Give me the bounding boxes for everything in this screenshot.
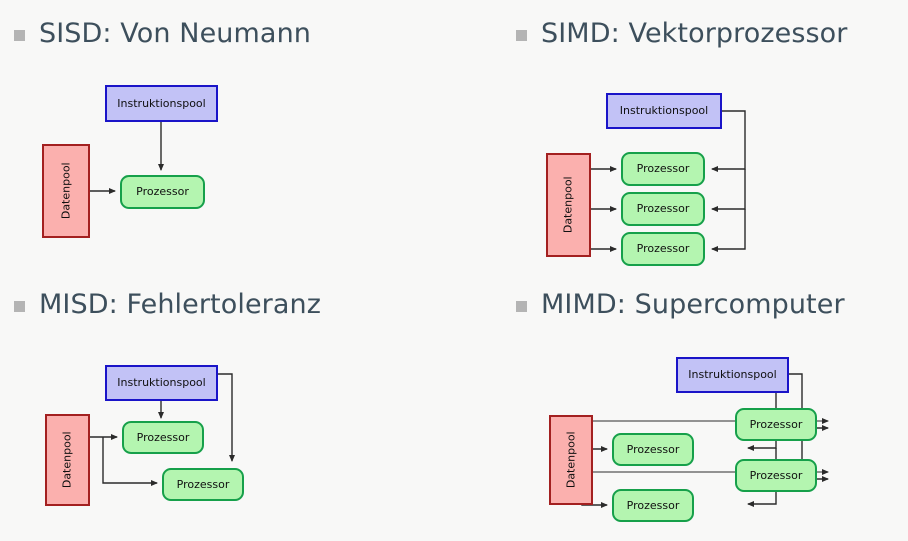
heading-label: SISD: Von Neumann [39, 18, 311, 49]
processor-box: Prozessor [735, 408, 817, 441]
data-pool-box: Datenpool [42, 144, 90, 238]
instruction-pool-box: Instruktionspool [105, 85, 218, 122]
heading-sisd: SISD: Von Neumann [14, 20, 311, 47]
processor-label: Prozessor [636, 202, 690, 216]
quadrant-simd: SIMD: Vektorprozessor Instruktions [454, 0, 908, 270]
bullet-square-icon [516, 30, 527, 41]
heading-mimd: MIMD: Supercomputer [516, 291, 845, 318]
processor-box: Prozessor [612, 489, 694, 522]
heading-label: MISD: Fehlertoleranz [39, 289, 322, 320]
instruction-pool-label: Instruktionspool [619, 104, 709, 118]
heading-simd: SIMD: Vektorprozessor [516, 20, 848, 47]
processor-box: Prozessor [621, 152, 705, 186]
diagram-mimd: Instruktionspool Datenpool Prozessor Pro… [454, 271, 908, 541]
diagram-misd: Instruktionspool Datenpool Prozessor Pro… [0, 271, 454, 541]
processor-box: Prozessor [735, 459, 817, 492]
quadrant-sisd: SISD: Von Neumann Instruktionspool Daten… [0, 0, 454, 270]
diagram-sisd: Instruktionspool Datenpool Prozessor [0, 0, 454, 270]
processor-label: Prozessor [626, 498, 680, 512]
processor-box: Prozessor [621, 232, 705, 266]
bullet-square-icon [14, 30, 25, 41]
instruction-pool-label: Instruktionspool [688, 368, 777, 382]
processor-label: Prozessor [136, 430, 190, 444]
data-pool-label: Datenpool [561, 176, 575, 234]
heading-misd: MISD: Fehlertoleranz [14, 291, 321, 318]
data-pool-label: Datenpool [59, 162, 73, 220]
processor-box: Prozessor [612, 433, 694, 466]
instruction-pool-label: Instruktionspool [117, 376, 206, 390]
data-pool-box: Datenpool [45, 414, 90, 506]
processor-box: Prozessor [621, 192, 705, 226]
connector-wires [591, 110, 746, 252]
processor-label: Prozessor [626, 442, 680, 456]
data-pool-box: Datenpool [549, 415, 593, 505]
processor-label: Prozessor [176, 477, 230, 491]
processor-box: Prozessor [120, 175, 205, 209]
quadrant-misd: MISD: Fehlertoleranz Instruktionsp [0, 271, 454, 541]
bullet-square-icon [14, 301, 25, 312]
processor-label: Prozessor [636, 162, 690, 176]
instruction-pool-box: Instruktionspool [105, 365, 218, 401]
processor-label: Prozessor [749, 417, 803, 431]
processor-label: Prozessor [636, 242, 690, 256]
data-pool-label: Datenpool [60, 431, 74, 489]
instruction-pool-label: Instruktionspool [117, 96, 206, 110]
instruction-pool-box: Instruktionspool [676, 357, 789, 393]
heading-label: SIMD: Vektorprozessor [541, 18, 848, 49]
diagram-simd: Instruktionspool Datenpool Prozessor Pro… [454, 0, 908, 270]
data-pool-label: Datenpool [564, 431, 578, 489]
processor-box: Prozessor [162, 468, 244, 501]
instruction-pool-box: Instruktionspool [606, 93, 722, 129]
data-pool-box: Datenpool [546, 153, 591, 257]
quadrant-mimd: MIMD: Supercomputer [454, 271, 908, 541]
processor-label: Prozessor [136, 185, 189, 199]
bullet-square-icon [516, 301, 527, 312]
heading-label: MIMD: Supercomputer [541, 289, 845, 320]
processor-label: Prozessor [749, 468, 803, 482]
processor-box: Prozessor [122, 421, 204, 454]
